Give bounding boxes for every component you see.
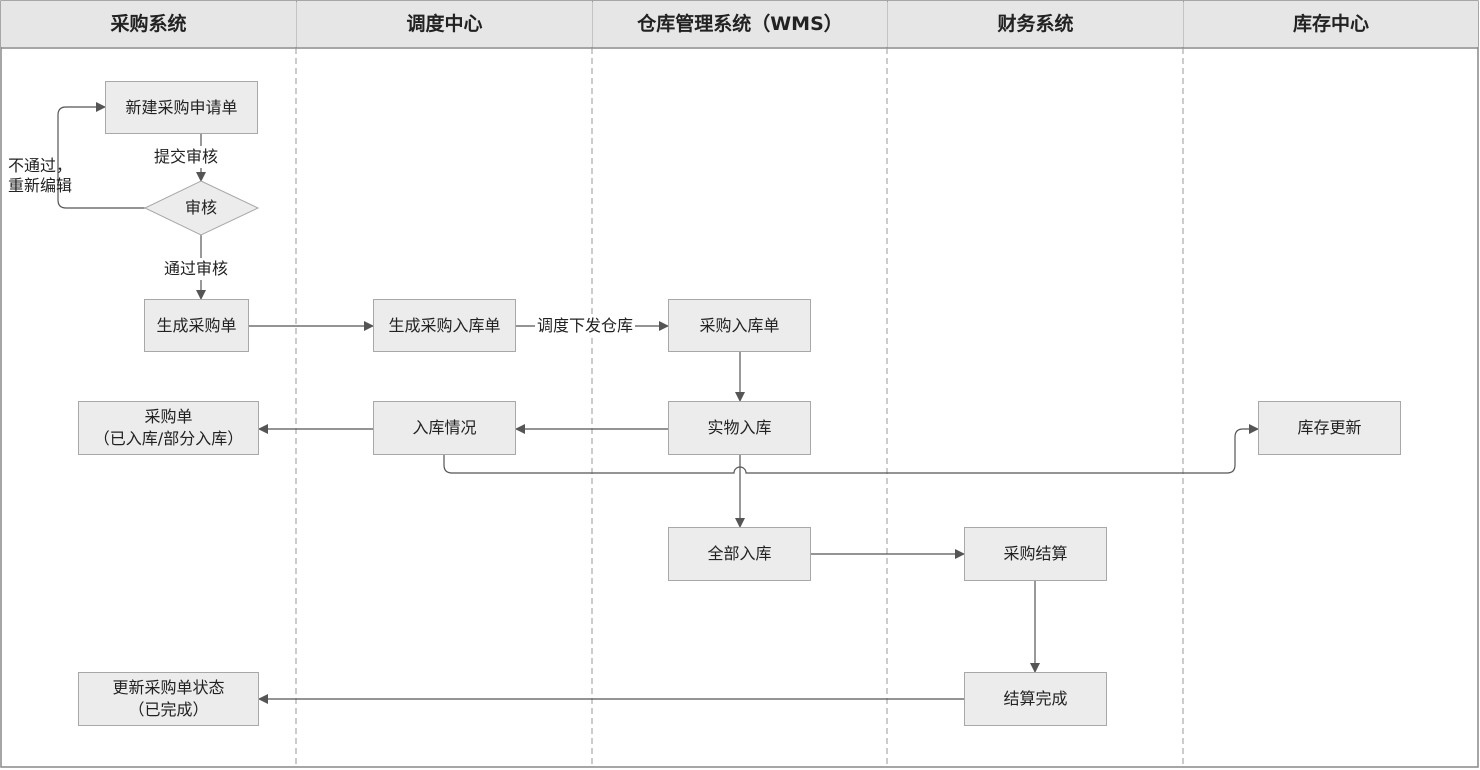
lane-header-dispatch: 调度中心 [297,1,592,47]
node-settled: 结算完成 [964,672,1107,726]
node-all-inbound: 全部入库 [668,527,811,581]
label-reject-line1: 不通过， [8,156,73,175]
node-po-partial: 采购单 （已入库/部分入库） [78,401,259,455]
lane-header-finance: 财务系统 [888,1,1183,47]
review-diamond [143,180,260,236]
label-submit-review: 提交审核 [152,146,221,168]
lane-header-procurement: 采购系统 [1,1,296,47]
node-po-partial-line2: （已入库/部分入库） [93,429,244,448]
node-po-inbound-order: 采购入库单 [668,299,811,352]
node-stock-update: 库存更新 [1258,401,1401,455]
node-physical-inbound: 实物入库 [668,401,811,455]
node-update-po-line2: （已完成） [128,700,209,719]
label-dispatch-to-warehouse: 调度下发仓库 [535,315,636,337]
node-inbound-status: 入库情况 [373,401,516,455]
label-approve: 通过审核 [162,258,231,280]
node-generate-po: 生成采购单 [144,299,249,352]
label-reject-line2: 重新编辑 [8,176,73,195]
arrow-to-stock-update [443,424,1259,474]
node-settlement: 采购结算 [964,527,1107,581]
lane-header-inventory: 库存中心 [1184,1,1478,47]
node-update-po-line1: 更新采购单状态 [112,678,225,697]
node-update-po: 更新采购单状态 （已完成） [78,672,259,726]
lane-header-wms: 仓库管理系统（WMS） [593,1,887,47]
node-new-request: 新建采购申请单 [105,81,258,134]
node-review: 审核 [185,198,218,217]
node-generate-inbound-order: 生成采购入库单 [373,299,516,352]
label-reject: 不通过， 重新编辑 [8,156,108,196]
node-po-partial-line1: 采购单 [144,407,193,426]
arrow-reject-loop [57,102,145,209]
